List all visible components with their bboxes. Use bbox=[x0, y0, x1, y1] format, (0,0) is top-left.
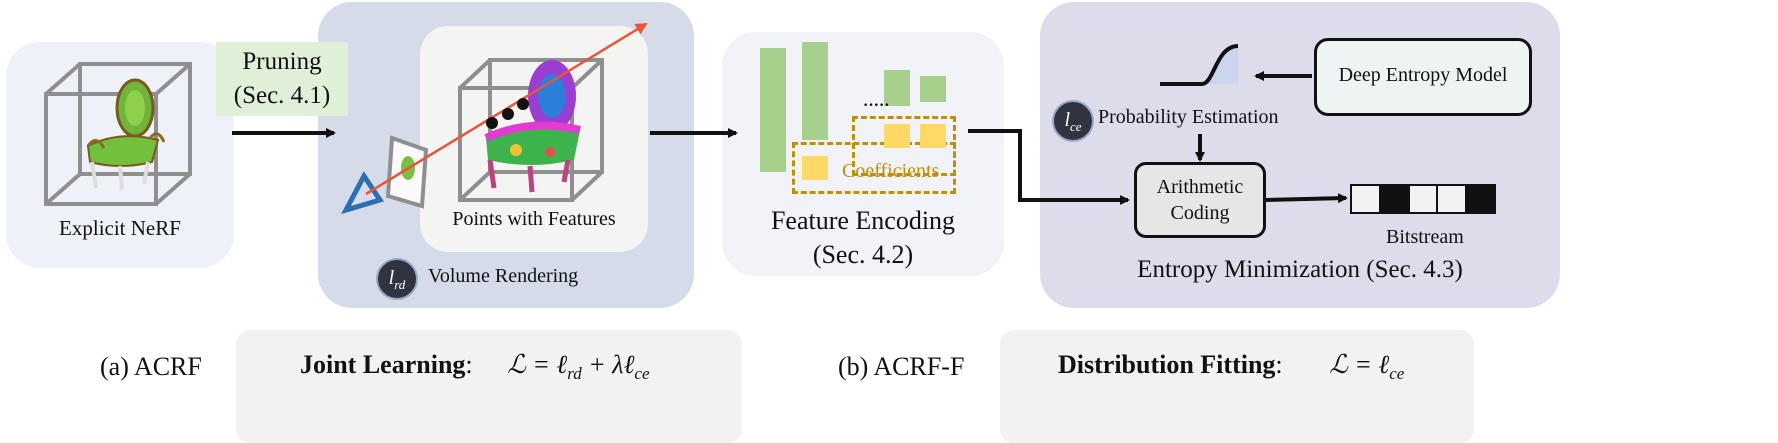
bit-cell bbox=[1409, 186, 1439, 212]
camera-icon bbox=[341, 171, 384, 215]
arrow-encoding-to-arith bbox=[968, 129, 1130, 205]
bit-cell bbox=[1352, 186, 1381, 212]
volume-rendering-label: Volume Rendering bbox=[428, 265, 579, 287]
point-cloud-chair-icon bbox=[484, 60, 581, 193]
explicit-nerf-cube-icon bbox=[44, 62, 192, 206]
chair-icon bbox=[86, 78, 166, 191]
coding-label: Coding bbox=[1170, 202, 1230, 224]
render-cube-icon bbox=[458, 58, 604, 202]
coefficient-bar bbox=[802, 156, 828, 180]
deep-entropy-model-label: Deep Entropy Model bbox=[1338, 64, 1508, 86]
sample-point bbox=[486, 117, 498, 129]
feature-bar bbox=[920, 76, 946, 102]
joint-learning-box bbox=[236, 330, 742, 443]
acrf-caption: (a) ACRF bbox=[100, 352, 202, 381]
loss-rd-badge: lrd bbox=[376, 258, 418, 300]
joint-learning-label: Joint Learning bbox=[300, 350, 466, 379]
sample-point bbox=[502, 108, 514, 120]
pruning-label: Pruning bbox=[242, 48, 322, 75]
bit-cell bbox=[1438, 186, 1468, 212]
sample-point bbox=[517, 98, 529, 110]
volume-rendering-scene bbox=[341, 22, 648, 215]
probability-estimation-label: Probability Estimation bbox=[1098, 106, 1279, 128]
bit-cell bbox=[1467, 186, 1494, 212]
coefficient-bar bbox=[884, 124, 910, 148]
points-with-features-label: Points with Features bbox=[452, 208, 616, 230]
probability-curve-icon bbox=[1160, 44, 1239, 86]
deep-entropy-model-box bbox=[1314, 38, 1532, 116]
coefficients-box-front bbox=[792, 142, 956, 194]
feature-encoding-section: (Sec. 4.2) bbox=[812, 240, 914, 269]
feature-bar bbox=[802, 42, 828, 140]
feature-bar bbox=[884, 70, 910, 106]
bit-cell bbox=[1380, 186, 1410, 212]
bitstream-label: Bitstream bbox=[1386, 226, 1464, 248]
coefficient-bar bbox=[920, 124, 946, 148]
joint-loss-formula: ℒ = ℓrd + λℓce bbox=[507, 350, 650, 384]
distribution-fitting-box bbox=[1000, 330, 1474, 443]
distribution-fitting-label: Distribution Fitting bbox=[1058, 350, 1276, 379]
entropy-minimization-title: Entropy Minimization (Sec. 4.3) bbox=[1137, 256, 1463, 283]
joint-learning-row: Joint Learning: ℒ = ℓrd + λℓce bbox=[300, 350, 650, 384]
bitstream bbox=[1350, 184, 1496, 214]
arithmetic-label: Arithmetic bbox=[1156, 176, 1244, 198]
pruning-section-label: (Sec. 4.1) bbox=[233, 82, 331, 109]
explicit-nerf-label: Explicit NeRF bbox=[59, 216, 181, 240]
ellipsis-dots: ····· bbox=[862, 92, 891, 117]
feature-encoding-title: Feature Encoding bbox=[770, 206, 956, 235]
dist-loss-formula: ℒ = ℓce bbox=[1329, 350, 1405, 384]
loss-ce-badge: lce bbox=[1052, 100, 1094, 142]
image-plane-icon bbox=[385, 135, 429, 209]
feature-bar bbox=[760, 48, 786, 172]
pruning-box bbox=[216, 42, 348, 116]
acrf-f-caption: (b) ACRF-F bbox=[838, 352, 965, 381]
distribution-fitting-row: Distribution Fitting: ℒ = ℓce bbox=[1058, 350, 1405, 384]
arithmetic-coding-box bbox=[1134, 162, 1266, 238]
arrow-arith-to-bitstream bbox=[1265, 193, 1348, 204]
coefficients-label: Coefficients bbox=[842, 160, 940, 182]
